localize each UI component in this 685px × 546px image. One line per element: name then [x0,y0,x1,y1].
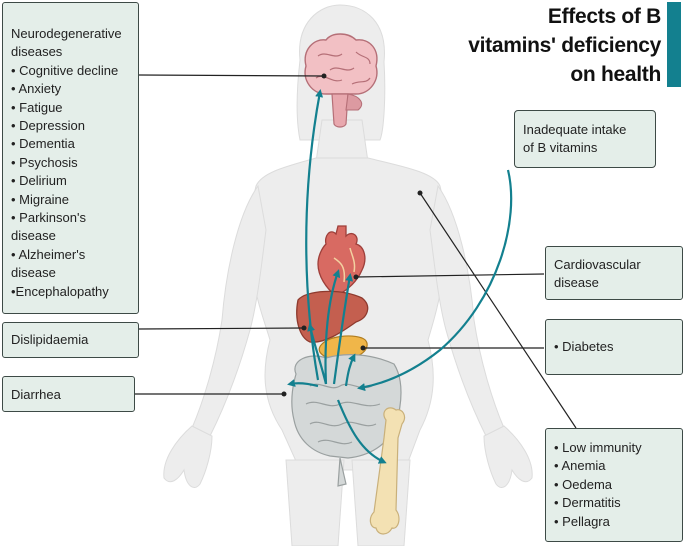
arrow-to-diarrhea [287,379,319,388]
diarrhea-label: Diarrhea [11,387,61,402]
title-line: on health [570,63,661,86]
inadequate-intake-box: Inadequate intake of B vitamins [514,110,656,168]
title-line: vitamins' deficiency [468,34,661,57]
dislipidaemia-box: Dislipidaemia [2,322,139,358]
neurodegenerative-box: Neurodegenerative diseases • Cognitive d… [2,2,139,314]
list-item: • Anxiety [11,81,62,97]
list-item: • Depression [11,118,85,134]
list-item: • Fatigue [11,99,63,115]
list-item: • Dermatitis [554,495,621,511]
femur-bone-icon [369,407,406,535]
title-line: Effects of B [547,5,661,28]
arrow-to-brain [305,89,324,381]
arrow-to-liver [307,323,328,385]
connector-neuro [138,73,327,79]
teal-arrows [287,89,513,464]
arrow-to-heart-2 [332,273,354,385]
list-item: •Encephalopathy [11,283,109,299]
heart-icon [317,225,366,297]
brain-icon [304,33,378,128]
connector-dislipidaemia [138,325,307,331]
list-item: • Pellagra [554,513,610,529]
list-item: • Psychosis [11,154,78,170]
list-item: disease [11,228,56,244]
list-item: • Delirium [11,173,67,189]
arrow-to-pancreas [344,353,356,387]
neuro-heading-line: Neurodegenerative [11,26,122,41]
arrow-intake [357,169,513,392]
list-item: • Cognitive decline [11,62,119,78]
connector-immunity [417,190,577,429]
diabetes-label: • Diabetes [554,339,614,354]
list-item: • Dementia [11,136,75,152]
cardio-line: disease [554,275,599,291]
neuro-heading-line: diseases [11,44,63,60]
dislipidaemia-label: Dislipidaemia [11,332,89,347]
connector-cardio [353,273,545,280]
diabetes-box: • Diabetes [545,319,683,375]
arrow-to-bone [336,399,387,464]
list-item: • Migraine [11,191,70,207]
inadequate-line: of B vitamins [523,140,598,156]
inadequate-line: Inadequate intake [523,122,627,137]
immunity-box: • Low immunity • Anemia • Oedema • Derma… [545,428,683,542]
connector-lines [135,73,577,429]
list-item: • Low immunity [554,440,642,455]
immunity-list: • Low immunity • Anemia • Oedema • Derma… [554,439,682,531]
list-item: • Anemia [554,458,606,474]
list-item: • Alzheimer's [11,246,86,262]
arrow-to-heart-1 [324,269,341,385]
list-item: disease [11,265,56,281]
diagram-title: Effects of B vitamins' deficiency on hea… [468,2,661,89]
cardiovascular-box: Cardiovascular disease [545,246,683,300]
diarrhea-box: Diarrhea [2,376,135,412]
list-item: • Parkinson's [11,210,86,226]
list-item: • Oedema [554,476,613,492]
cardio-line: Cardiovascular [554,257,641,272]
title-accent-bar [667,2,681,87]
neuro-list: • Cognitive decline • Anxiety • Fatigue … [11,62,132,301]
